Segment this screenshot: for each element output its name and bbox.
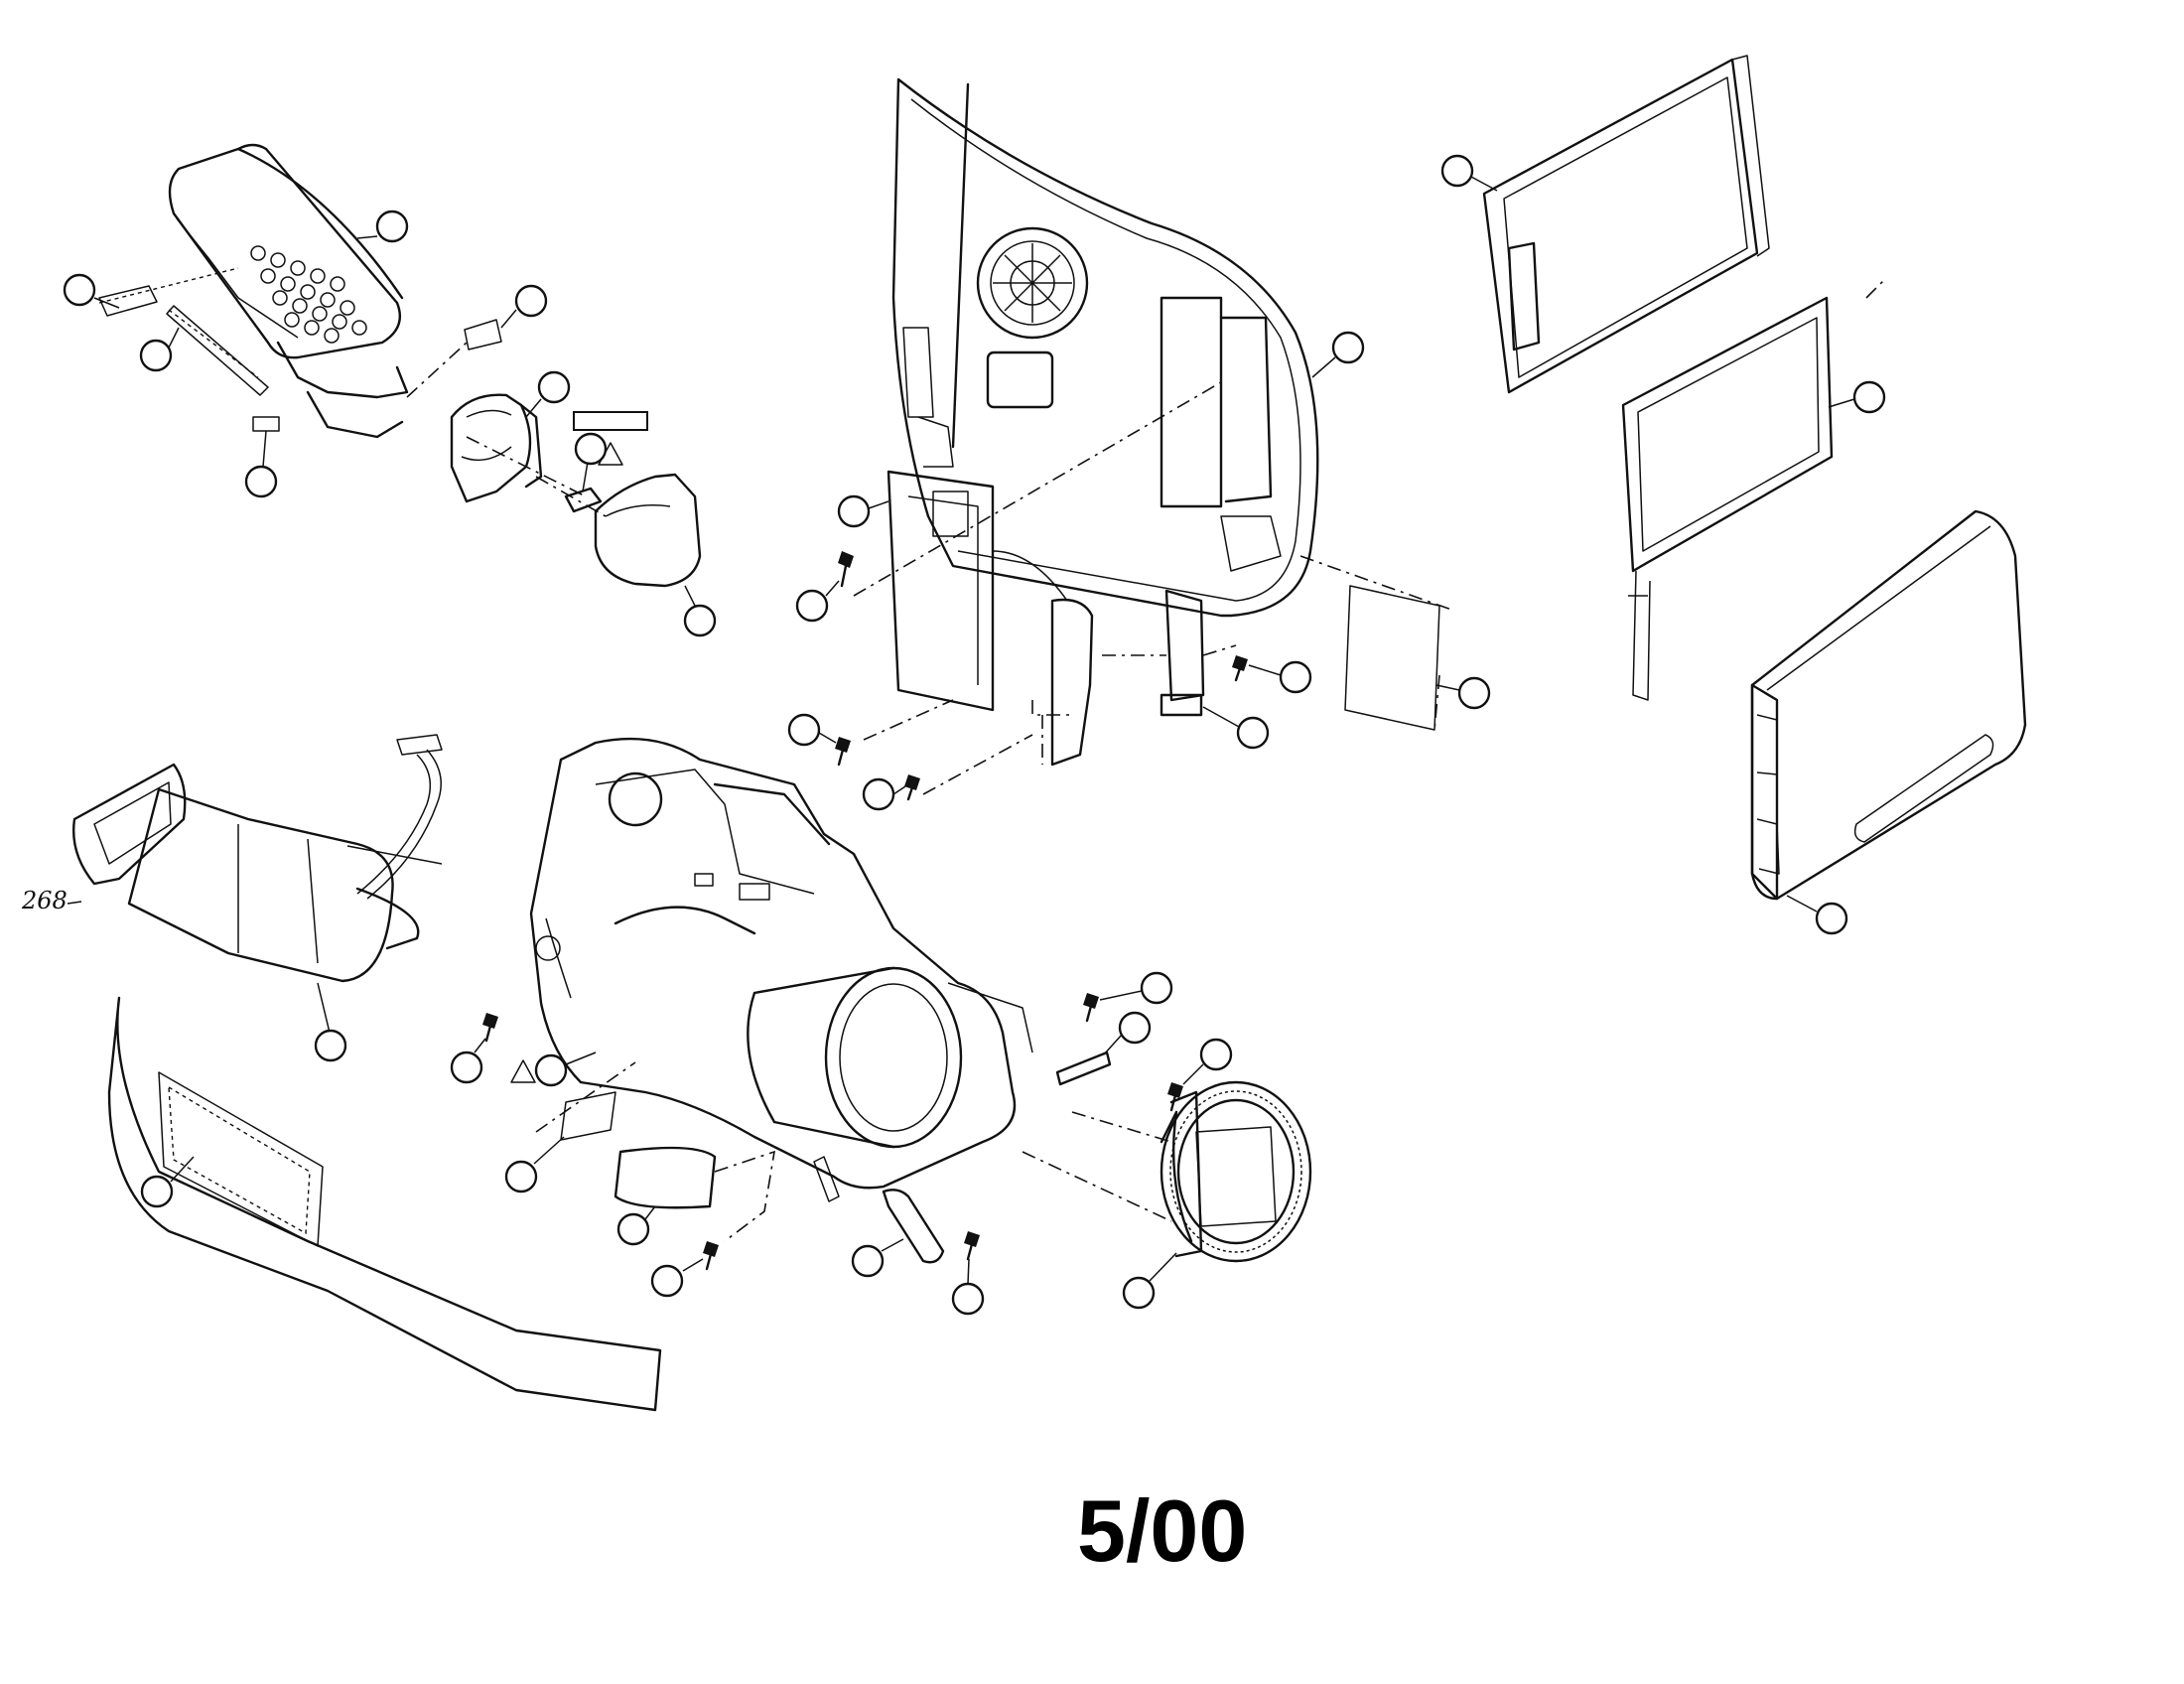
- callout-part-ad: [1103, 1011, 1152, 1055]
- callout-screw-d: [1248, 660, 1312, 694]
- callout-sheet: [1435, 676, 1491, 710]
- screw-e: [482, 1013, 498, 1043]
- screw-f: [703, 1241, 719, 1271]
- callout-small-clip: [244, 430, 278, 498]
- screw-h: [1083, 993, 1099, 1023]
- callout-grip-pad: [356, 210, 409, 243]
- callout-lcd-panel: [1828, 380, 1886, 414]
- screw-c: [904, 774, 920, 801]
- callout-film-b: [616, 1205, 656, 1246]
- front-case-warning-icon: [510, 1059, 536, 1083]
- front-lens-barrel: [747, 966, 963, 1149]
- screw-g: [964, 1231, 980, 1261]
- grip-pad-assembly: [98, 143, 502, 439]
- callout-front-case: [534, 1052, 597, 1087]
- callout-lens-ring: [1122, 1252, 1177, 1310]
- callout-lcd-cover: [1786, 895, 1848, 935]
- side-case-assembly: [891, 77, 1319, 618]
- lens-ring: [1022, 1080, 1312, 1263]
- callout-strip-upper: [63, 273, 120, 309]
- callout-spring: [574, 432, 608, 492]
- callout-screw-h: [1099, 971, 1173, 1005]
- board-assembly: [853, 381, 1237, 795]
- callout-label-plate: [500, 284, 548, 329]
- callout-screw-c: [862, 777, 906, 811]
- callout-board: [837, 494, 889, 528]
- film-pieces: [535, 1061, 776, 1242]
- part-ad: [1055, 1051, 1112, 1086]
- callout-hand-strap: [140, 1156, 195, 1208]
- callout-screw-a: [795, 580, 840, 623]
- callout-screw-f: [650, 1258, 704, 1298]
- lcd-assembly: [1482, 55, 2027, 901]
- front-case-assembly: [529, 737, 1033, 1190]
- note-box: [573, 411, 648, 431]
- viewfinder-assembly: 268: [21, 734, 443, 983]
- callout-viewfinder: [314, 982, 347, 1062]
- callout-lcd-frame: [1440, 154, 1498, 192]
- callout-small-board: [1202, 706, 1270, 750]
- screw-d: [1232, 655, 1248, 682]
- callout-lens-latch: [851, 1238, 904, 1278]
- callout-cover-upper: [525, 370, 571, 418]
- callout-screw-b: [787, 713, 837, 747]
- screw-i: [1167, 1082, 1183, 1112]
- callout-film-a: [504, 1136, 565, 1193]
- callout-layer: [63, 154, 1886, 1316]
- keypad-dots: [250, 245, 367, 344]
- cover-spring-assembly: [450, 393, 702, 588]
- leader-label: 268: [21, 887, 68, 914]
- screw-a: [838, 551, 854, 588]
- sheet-part: [1299, 555, 1455, 731]
- callout-screw-i: [1182, 1038, 1233, 1085]
- lens-latch: [813, 1156, 945, 1264]
- case-speaker: [976, 226, 1089, 340]
- page-caption: 5/00: [1077, 1481, 1247, 1580]
- screw-group: [482, 551, 1248, 1271]
- callout-screw-g: [951, 1258, 985, 1316]
- callout-screw-e: [450, 1038, 486, 1084]
- callout-side-case: [1311, 331, 1365, 378]
- screw-b: [835, 737, 851, 767]
- callout-strip-lower: [139, 327, 180, 372]
- callout-cover-lower: [683, 585, 717, 637]
- hand-strap: [107, 996, 662, 1412]
